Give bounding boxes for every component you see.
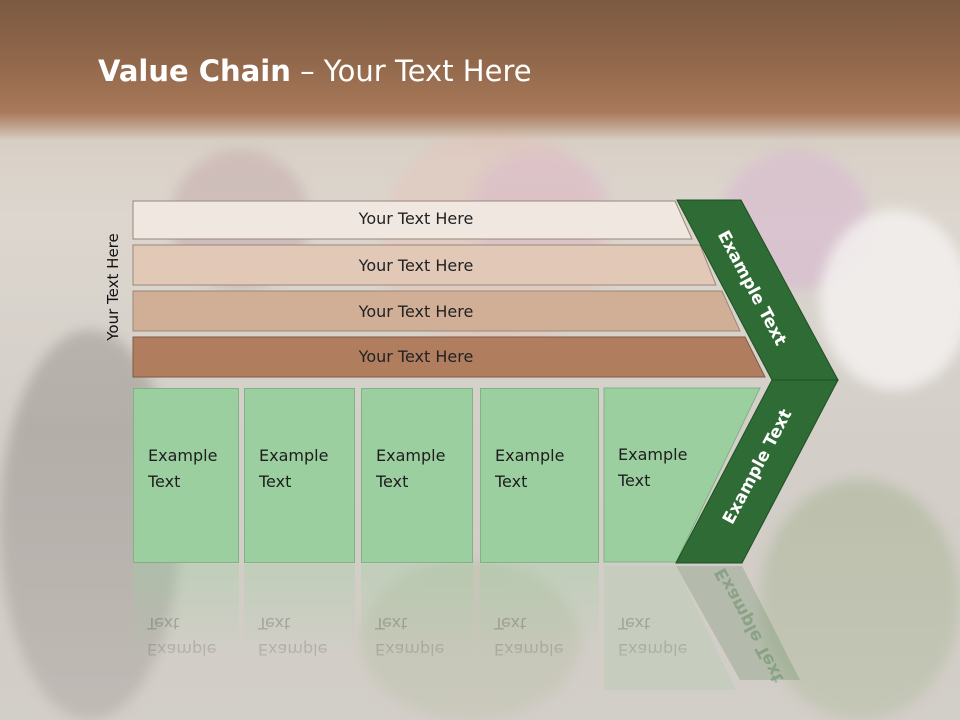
bar-3-label: Your Text Here (358, 302, 474, 321)
bar-2-label: Your Text Here (358, 256, 474, 275)
slide-title: Value Chain – Your Text Here (98, 54, 532, 88)
box-4-reflection-text: Example Text (480, 566, 599, 716)
box-1-reflection-line2: Text (147, 614, 180, 633)
bar-1-label: Your Text Here (358, 209, 474, 228)
box-4-reflection-line2: Text (494, 614, 527, 633)
bar-4-label: Your Text Here (358, 347, 474, 366)
box-2-reflection-line1: Example (258, 640, 328, 659)
arrow-lower-reflection (676, 566, 800, 680)
box-5-reflection (604, 566, 736, 690)
box-3-reflection-text: Example Text (361, 566, 473, 716)
box-5-line2: Text (618, 471, 651, 490)
box-4-reflection-line1: Example (494, 640, 564, 659)
box-3-reflection-line2: Text (375, 614, 408, 633)
box-1-reflection-line1: Example (147, 640, 217, 659)
box-1-line1: Example (148, 446, 218, 465)
box-2-line1: Example (259, 446, 329, 465)
bar-2 (132, 244, 717, 286)
bar-4 (132, 336, 766, 378)
side-label: Your Text Here (104, 233, 122, 341)
box-3-reflection-line1: Example (375, 640, 445, 659)
box-4-reflection (480, 564, 599, 716)
title-bold: Value Chain (98, 54, 291, 88)
title-band (0, 0, 960, 140)
box-3-line2: Text (376, 472, 409, 491)
box-1-reflection (133, 564, 239, 716)
box-3-reflection (361, 564, 473, 716)
box-4: Example Text (480, 388, 599, 563)
box-5-reflection-line1: Example (618, 640, 688, 659)
box-5-reflection-line2: Text (618, 614, 651, 633)
box-2-reflection-line2: Text (258, 614, 291, 633)
box-2: Example Text (244, 388, 355, 563)
box-5: Example Text (604, 388, 704, 563)
box-1: Example Text (133, 388, 239, 563)
title-rest: – Your Text Here (290, 54, 532, 88)
bar-1 (132, 200, 693, 240)
box-1-reflection-text: Example Text (133, 566, 239, 716)
box-5-reflection-text: Example Text (604, 566, 704, 716)
box-2-line2: Text (259, 472, 292, 491)
box-2-reflection (244, 564, 355, 716)
bar-3 (132, 290, 741, 332)
box-3: Example Text (361, 388, 473, 563)
box-1-line2: Text (148, 472, 181, 491)
box-3-line1: Example (376, 446, 446, 465)
box-4-line2: Text (495, 472, 528, 491)
box-4-line1: Example (495, 446, 565, 465)
arrow-lower (675, 379, 839, 564)
box-5-line1: Example (618, 445, 688, 464)
box-2-reflection-text: Example Text (244, 566, 355, 716)
